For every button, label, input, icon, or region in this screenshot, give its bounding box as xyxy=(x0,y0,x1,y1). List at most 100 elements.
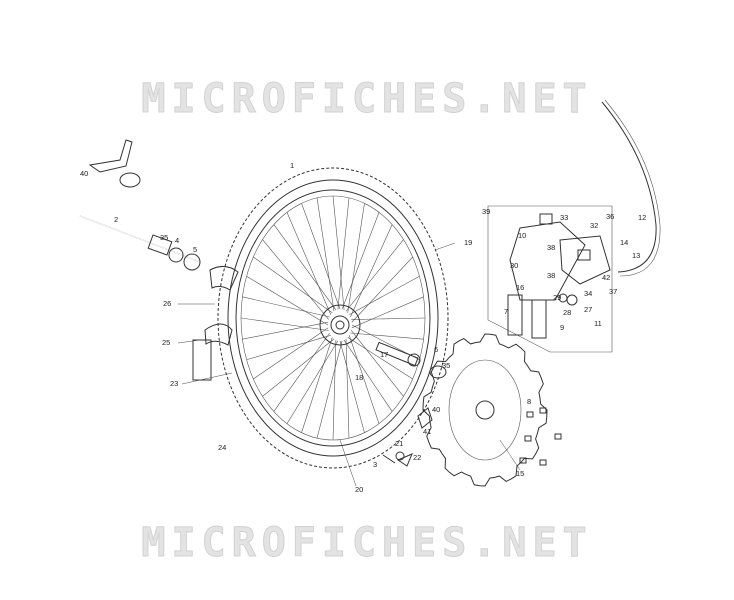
label-22: 22 xyxy=(413,453,421,462)
spoke xyxy=(262,239,329,320)
label-13: 13 xyxy=(632,251,640,260)
disc-bolt xyxy=(539,407,547,414)
spoke xyxy=(316,340,343,439)
label-32: 32 xyxy=(590,221,598,230)
disc-bolt xyxy=(524,435,532,442)
label-42: 42 xyxy=(602,273,610,282)
label-19: 19 xyxy=(464,238,472,247)
caliper-group xyxy=(487,205,613,353)
label-14: 14 xyxy=(620,238,628,247)
rim xyxy=(235,189,431,447)
spoke xyxy=(253,327,329,380)
spoke xyxy=(301,337,333,433)
spokes xyxy=(240,195,426,441)
watermark-bottom: MICROFICHES.NET xyxy=(141,520,593,567)
spoke xyxy=(262,338,335,397)
label-33: 33 xyxy=(560,213,568,222)
spoke xyxy=(286,212,332,315)
label-26: 26 xyxy=(163,299,171,308)
label-6: 6 xyxy=(434,345,438,354)
label-40b: 40 xyxy=(432,405,440,414)
label-18: 18 xyxy=(355,373,363,382)
axle-spacer-left xyxy=(147,234,201,271)
spoke xyxy=(246,276,329,326)
label-5: 5 xyxy=(193,245,197,254)
label-35: 35 xyxy=(160,233,168,242)
label-12: 12 xyxy=(638,213,646,222)
sensor-bracket xyxy=(417,407,433,429)
brake-hose xyxy=(601,99,661,277)
axle-spacer-right xyxy=(375,341,447,379)
label-1: 1 xyxy=(290,161,294,170)
label-8: 8 xyxy=(527,397,531,406)
disc-bolt xyxy=(519,457,527,464)
spoke xyxy=(316,197,335,312)
label-11: 11 xyxy=(594,319,602,328)
spoke xyxy=(351,317,426,320)
label-15: 15 xyxy=(516,469,524,478)
label-34: 34 xyxy=(584,289,592,298)
spoke xyxy=(348,335,380,424)
disc-bolts xyxy=(519,407,562,466)
fork-guard xyxy=(192,266,239,381)
leader-lines xyxy=(177,242,521,487)
spoke xyxy=(350,332,424,340)
label-40: 40 xyxy=(80,169,88,178)
label-30: 30 xyxy=(510,261,518,270)
spoke xyxy=(349,276,420,315)
hub xyxy=(319,304,361,346)
disc-bolt xyxy=(526,411,534,418)
disc-bolt xyxy=(554,433,562,440)
spoke xyxy=(332,195,345,310)
spoke xyxy=(242,296,330,318)
spoke xyxy=(273,224,337,311)
brake-disc xyxy=(422,333,548,487)
spoke xyxy=(242,321,329,340)
spoke xyxy=(246,335,331,361)
spoke xyxy=(253,256,333,313)
label-21: 21 xyxy=(395,439,403,448)
spoke xyxy=(347,203,365,313)
spoke xyxy=(240,317,329,331)
label-29: 29 xyxy=(553,293,561,302)
spoke xyxy=(339,340,365,433)
disc-bolt xyxy=(539,459,547,466)
spoke xyxy=(345,239,404,312)
spoke xyxy=(332,340,337,441)
part-labels: 1 2 3 4 5 6 7 8 9 10 11 12 13 14 15 16 1… xyxy=(80,161,646,494)
watermark-top: MICROFICHES.NET xyxy=(141,76,593,123)
label-16: 16 xyxy=(516,283,524,292)
label-9: 9 xyxy=(560,323,564,332)
spoke xyxy=(351,330,404,397)
label-28: 28 xyxy=(563,308,571,317)
label-7: 7 xyxy=(504,307,508,316)
spoke xyxy=(273,332,330,412)
label-27: 27 xyxy=(584,305,592,314)
spoke xyxy=(286,340,339,424)
spoke xyxy=(301,203,341,310)
label-10: 10 xyxy=(518,231,526,240)
spoke xyxy=(345,338,350,439)
valve xyxy=(382,451,413,467)
label-3: 3 xyxy=(373,460,377,469)
spoke xyxy=(347,337,413,380)
label-41: 41 xyxy=(423,427,431,436)
spoke xyxy=(343,339,393,412)
axle xyxy=(79,215,201,263)
label-17: 17 xyxy=(380,350,388,359)
tire xyxy=(217,167,449,469)
spoke xyxy=(350,224,393,318)
label-35b: 35 xyxy=(442,361,450,370)
spoke xyxy=(337,197,350,310)
label-38b: 38 xyxy=(547,271,555,280)
label-37: 37 xyxy=(609,287,617,296)
spoke xyxy=(351,256,413,323)
spoke xyxy=(341,212,380,310)
label-24: 24 xyxy=(218,443,226,452)
label-20: 20 xyxy=(355,485,363,494)
label-39: 39 xyxy=(482,207,490,216)
axle-lever xyxy=(88,139,141,188)
label-4: 4 xyxy=(175,236,179,245)
label-38a: 38 xyxy=(547,243,555,252)
